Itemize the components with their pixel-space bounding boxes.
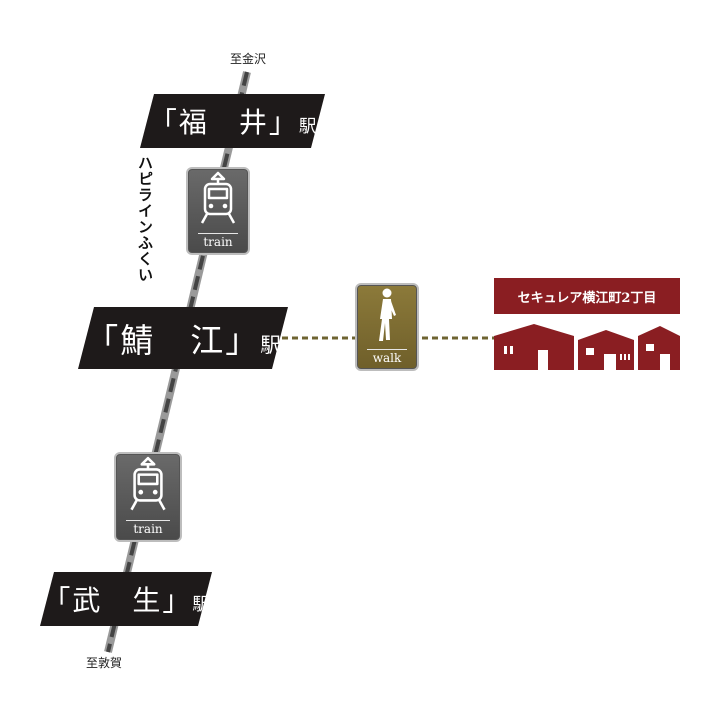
card-separator [198,233,238,234]
station-name: 「鯖 江」 [85,321,261,360]
station-takefu[interactable]: 「武 生」駅 [40,572,212,626]
banner-shape [78,307,288,369]
station-name: 「福 井」 [148,106,299,139]
terminus-south-label: 至敦賀 [86,656,123,670]
station-suffix: 駅 [260,333,281,357]
banner-shape [40,572,212,626]
mode-label: train [133,522,163,536]
train-icon [130,456,166,511]
train-card-lower: train [114,452,182,542]
houses-icon [494,324,680,370]
station-suffix: 駅 [192,595,210,615]
banner-shape [140,94,325,148]
train-icon [200,171,236,224]
walking-person-icon [379,288,396,341]
card-separator [126,520,170,521]
card-separator [367,349,407,350]
station-suffix: 駅 [298,117,317,137]
destination[interactable]: セキュレア横江町2丁目 [494,278,680,374]
line-name-label: ハピラインふくい [136,155,154,283]
terminus-north-label: 至金沢 [230,52,267,66]
station-fukui[interactable]: 「福 井」駅 [140,94,325,148]
train-card-upper: train [186,167,250,255]
mode-label: train [203,235,233,249]
walk-card: walk [355,283,419,371]
station-name: 「武 生」 [42,584,193,617]
mode-label: walk [372,351,402,365]
destination-name: セキュレア横江町2丁目 [494,278,680,314]
station-sabae[interactable]: 「鯖 江」駅 [78,307,288,369]
